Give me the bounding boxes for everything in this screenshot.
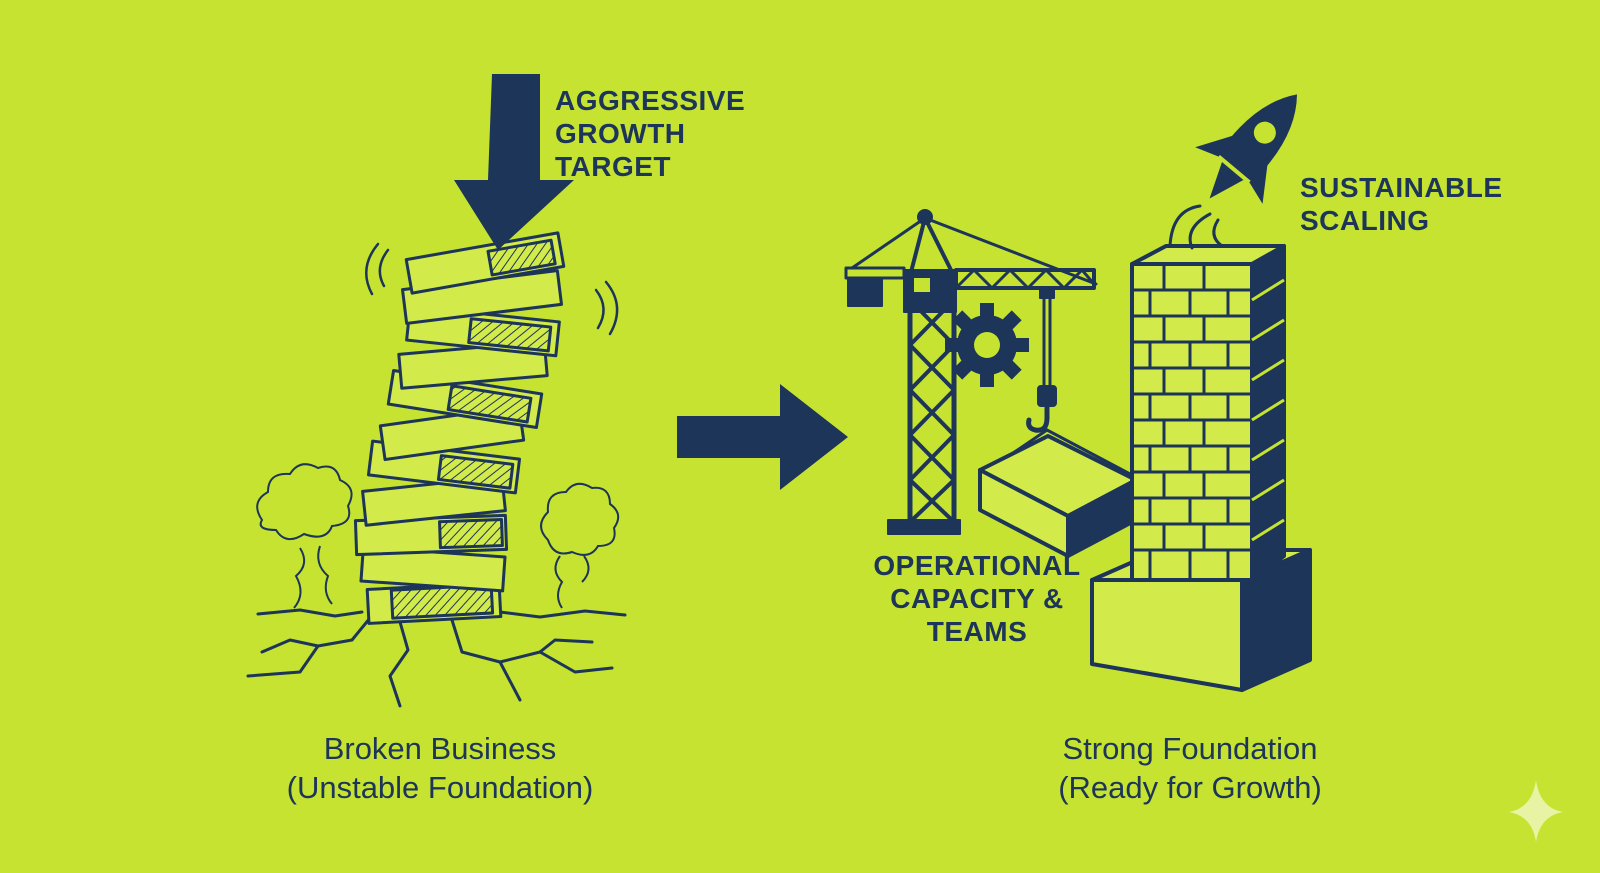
strong-foundation-caption: Strong Foundation (Ready for Growth)	[1058, 731, 1322, 805]
dust-cloud-right	[540, 482, 620, 609]
broken-business-illustration	[246, 74, 627, 708]
gear-icon	[945, 303, 1029, 387]
foundation-block	[1090, 548, 1312, 692]
jenga-tower	[353, 231, 566, 625]
dust-cloud-left	[256, 463, 353, 609]
strong-foundation-illustration	[844, 94, 1312, 692]
sparkle-icon	[1509, 780, 1563, 842]
down-arrow-icon	[454, 74, 574, 250]
crane-icon	[844, 209, 1138, 558]
sustainable-scaling-label: SUSTAINABLE SCALING	[1300, 172, 1503, 236]
cracked-ground	[246, 608, 627, 708]
rocket-exhaust	[1168, 204, 1224, 250]
brick-tower	[1130, 244, 1286, 582]
growth-target-label: AGGRESSIVE GROWTH TARGET	[555, 85, 746, 182]
right-arrow-icon	[677, 384, 848, 490]
operational-capacity-label: OPERATIONAL CAPACITY & TEAMS	[873, 550, 1081, 647]
rocket-icon	[1195, 94, 1297, 204]
wobble-marks	[365, 242, 619, 336]
broken-business-caption: Broken Business (Unstable Foundation)	[286, 731, 594, 805]
